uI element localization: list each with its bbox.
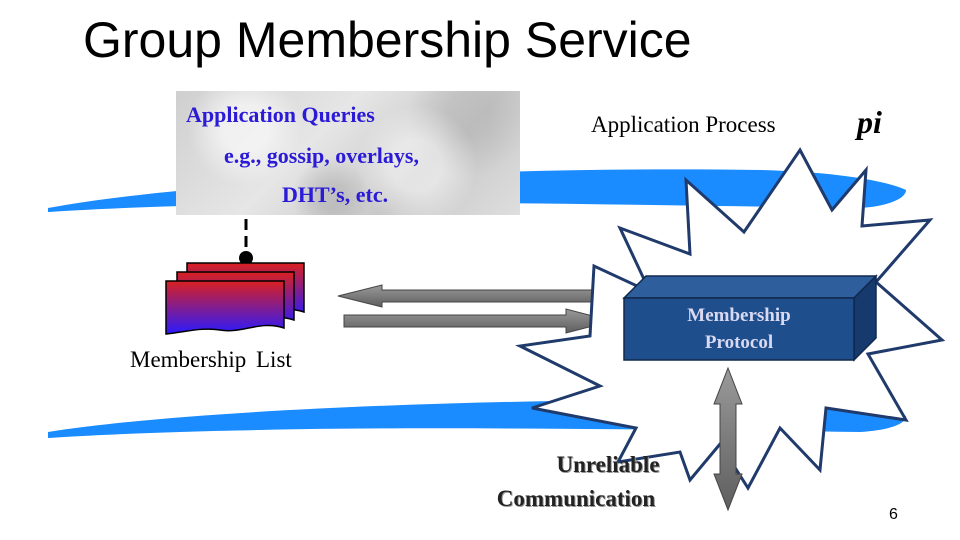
membership-list-label: Membership List [130, 347, 292, 372]
slide-title: Group Membership Service [83, 12, 692, 68]
application-process-label: Application Process [591, 112, 776, 137]
queries-line-2: e.g., gossip, overlays, [224, 143, 419, 168]
queries-line-1: Application Queries [186, 102, 375, 127]
query-arrow-right [343, 308, 614, 334]
unreliable-label: Unreliable [556, 452, 660, 477]
update-arrow-left [337, 284, 613, 308]
membership-protocol-box [622, 274, 878, 362]
communication-double-arrow [713, 366, 743, 512]
connector-dot [239, 251, 253, 265]
queries-line-3: DHT’s, etc. [282, 182, 389, 207]
application-queries-box [176, 91, 520, 215]
page-number: 6 [889, 506, 898, 523]
membership-protocol-label: Membership Protocol [624, 302, 854, 356]
membership-list-icon [165, 262, 305, 335]
protocol-line-1: Membership [687, 305, 791, 326]
communication-label: Communication [496, 486, 656, 511]
process-symbol-pi: pi [857, 104, 882, 140]
protocol-line-2: Protocol [704, 332, 774, 353]
